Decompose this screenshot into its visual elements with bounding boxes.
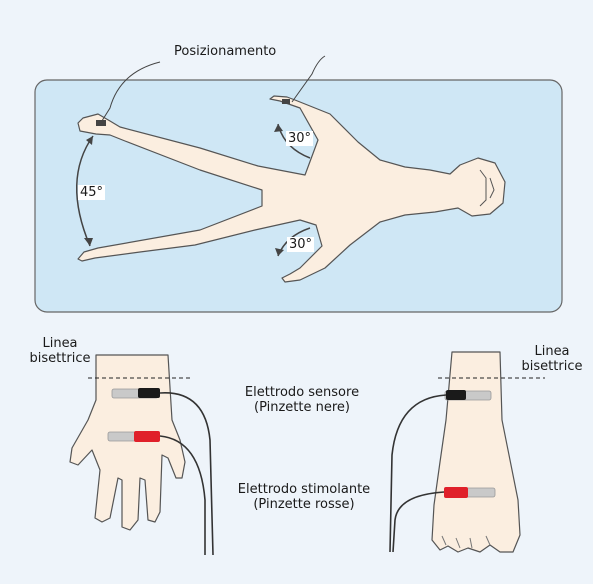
sensor-electrode-line2: (Pinzette nere) (222, 400, 382, 415)
sensor-electrode-line1: Elettrodo sensore (222, 385, 382, 400)
foot-stim-clip (444, 487, 468, 498)
bisector-label-foot-line1: Linea (512, 344, 592, 359)
angle-label-arm-top: 30° (286, 131, 313, 146)
hand-illustration (70, 355, 185, 530)
foot-sensor-clip (446, 390, 466, 400)
bisector-label-foot-line2: bisettrice (512, 359, 592, 374)
foot-illustration (432, 352, 520, 552)
stimulating-electrode-label: Elettrodo stimolante (Pinzette rosse) (214, 482, 394, 512)
angle-label-arm-bottom: 30° (287, 237, 314, 252)
stimulating-electrode-line1: Elettrodo stimolante (214, 482, 394, 497)
hand-sensor-clip (138, 388, 160, 398)
stimulating-electrode-line2: (Pinzette rosse) (214, 497, 394, 512)
bisector-label-hand-line1: Linea (20, 336, 100, 351)
bisector-label-hand-line2: bisettrice (20, 351, 100, 366)
bisector-label-foot: Linea bisettrice (512, 344, 592, 374)
hand-electrode-marker (282, 99, 290, 104)
sensor-electrode-label: Elettrodo sensore (Pinzette nere) (222, 385, 382, 415)
angle-label-leg: 45° (78, 185, 105, 200)
foot-electrode-marker (96, 120, 106, 126)
positioning-label: Posizionamento (174, 44, 276, 59)
hand-stim-clip (134, 431, 160, 442)
bisector-label-hand: Linea bisettrice (20, 336, 100, 366)
